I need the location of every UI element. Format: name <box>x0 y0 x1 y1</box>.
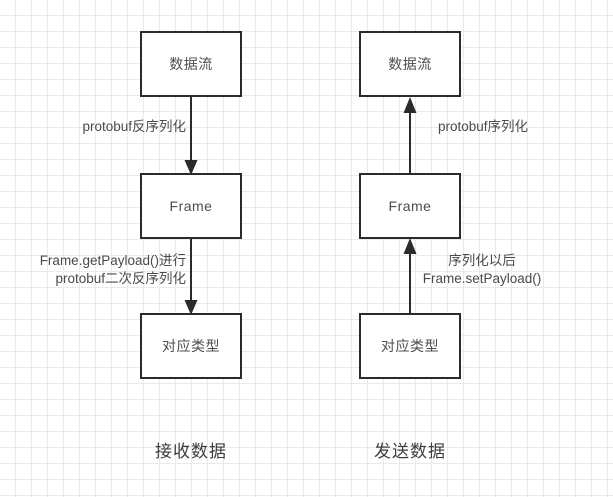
node-recv-type[interactable]: 对应类型 <box>140 313 242 379</box>
caption-receive: 接收数据 <box>141 437 241 462</box>
node-send-type[interactable]: 对应类型 <box>359 313 461 379</box>
edge-label-getpayload-second-deserialize: Frame.getPayload()进行 protobuf二次反序列化 <box>6 252 186 288</box>
node-label: Frame <box>388 198 432 214</box>
edge-label-line: protobuf序列化 <box>438 119 529 134</box>
node-label: Frame <box>169 198 213 214</box>
caption-text: 发送数据 <box>374 442 446 461</box>
node-label: 对应类型 <box>381 338 439 354</box>
edge-label-line: 序列化以后 <box>448 253 516 268</box>
caption-text: 接收数据 <box>155 442 227 461</box>
arrow-recv-stream-to-frame <box>184 97 198 175</box>
node-recv-frame[interactable]: Frame <box>140 173 242 239</box>
node-send-stream[interactable]: 数据流 <box>359 31 461 97</box>
edge-label-line: Frame.setPayload() <box>422 271 542 286</box>
caption-send: 发送数据 <box>360 437 460 462</box>
node-label: 数据流 <box>169 56 213 72</box>
node-label: 数据流 <box>388 56 432 72</box>
node-send-frame[interactable]: Frame <box>359 173 461 239</box>
edge-label-protobuf-serialize: protobuf序列化 <box>438 118 608 136</box>
edge-label-setpayload-after-serialize: 序列化以后 Frame.setPayload() <box>414 252 550 288</box>
edge-label-line: protobuf二次反序列化 <box>55 271 186 286</box>
edge-label-line: Frame.getPayload()进行 <box>39 253 186 268</box>
arrow-recv-frame-to-type <box>184 238 198 315</box>
node-label: 对应类型 <box>162 338 220 354</box>
arrow-send-frame-to-stream <box>403 97 417 175</box>
node-recv-stream[interactable]: 数据流 <box>140 31 242 97</box>
edge-label-line: protobuf反序列化 <box>82 119 186 134</box>
edge-label-protobuf-deserialize: protobuf反序列化 <box>10 118 186 136</box>
